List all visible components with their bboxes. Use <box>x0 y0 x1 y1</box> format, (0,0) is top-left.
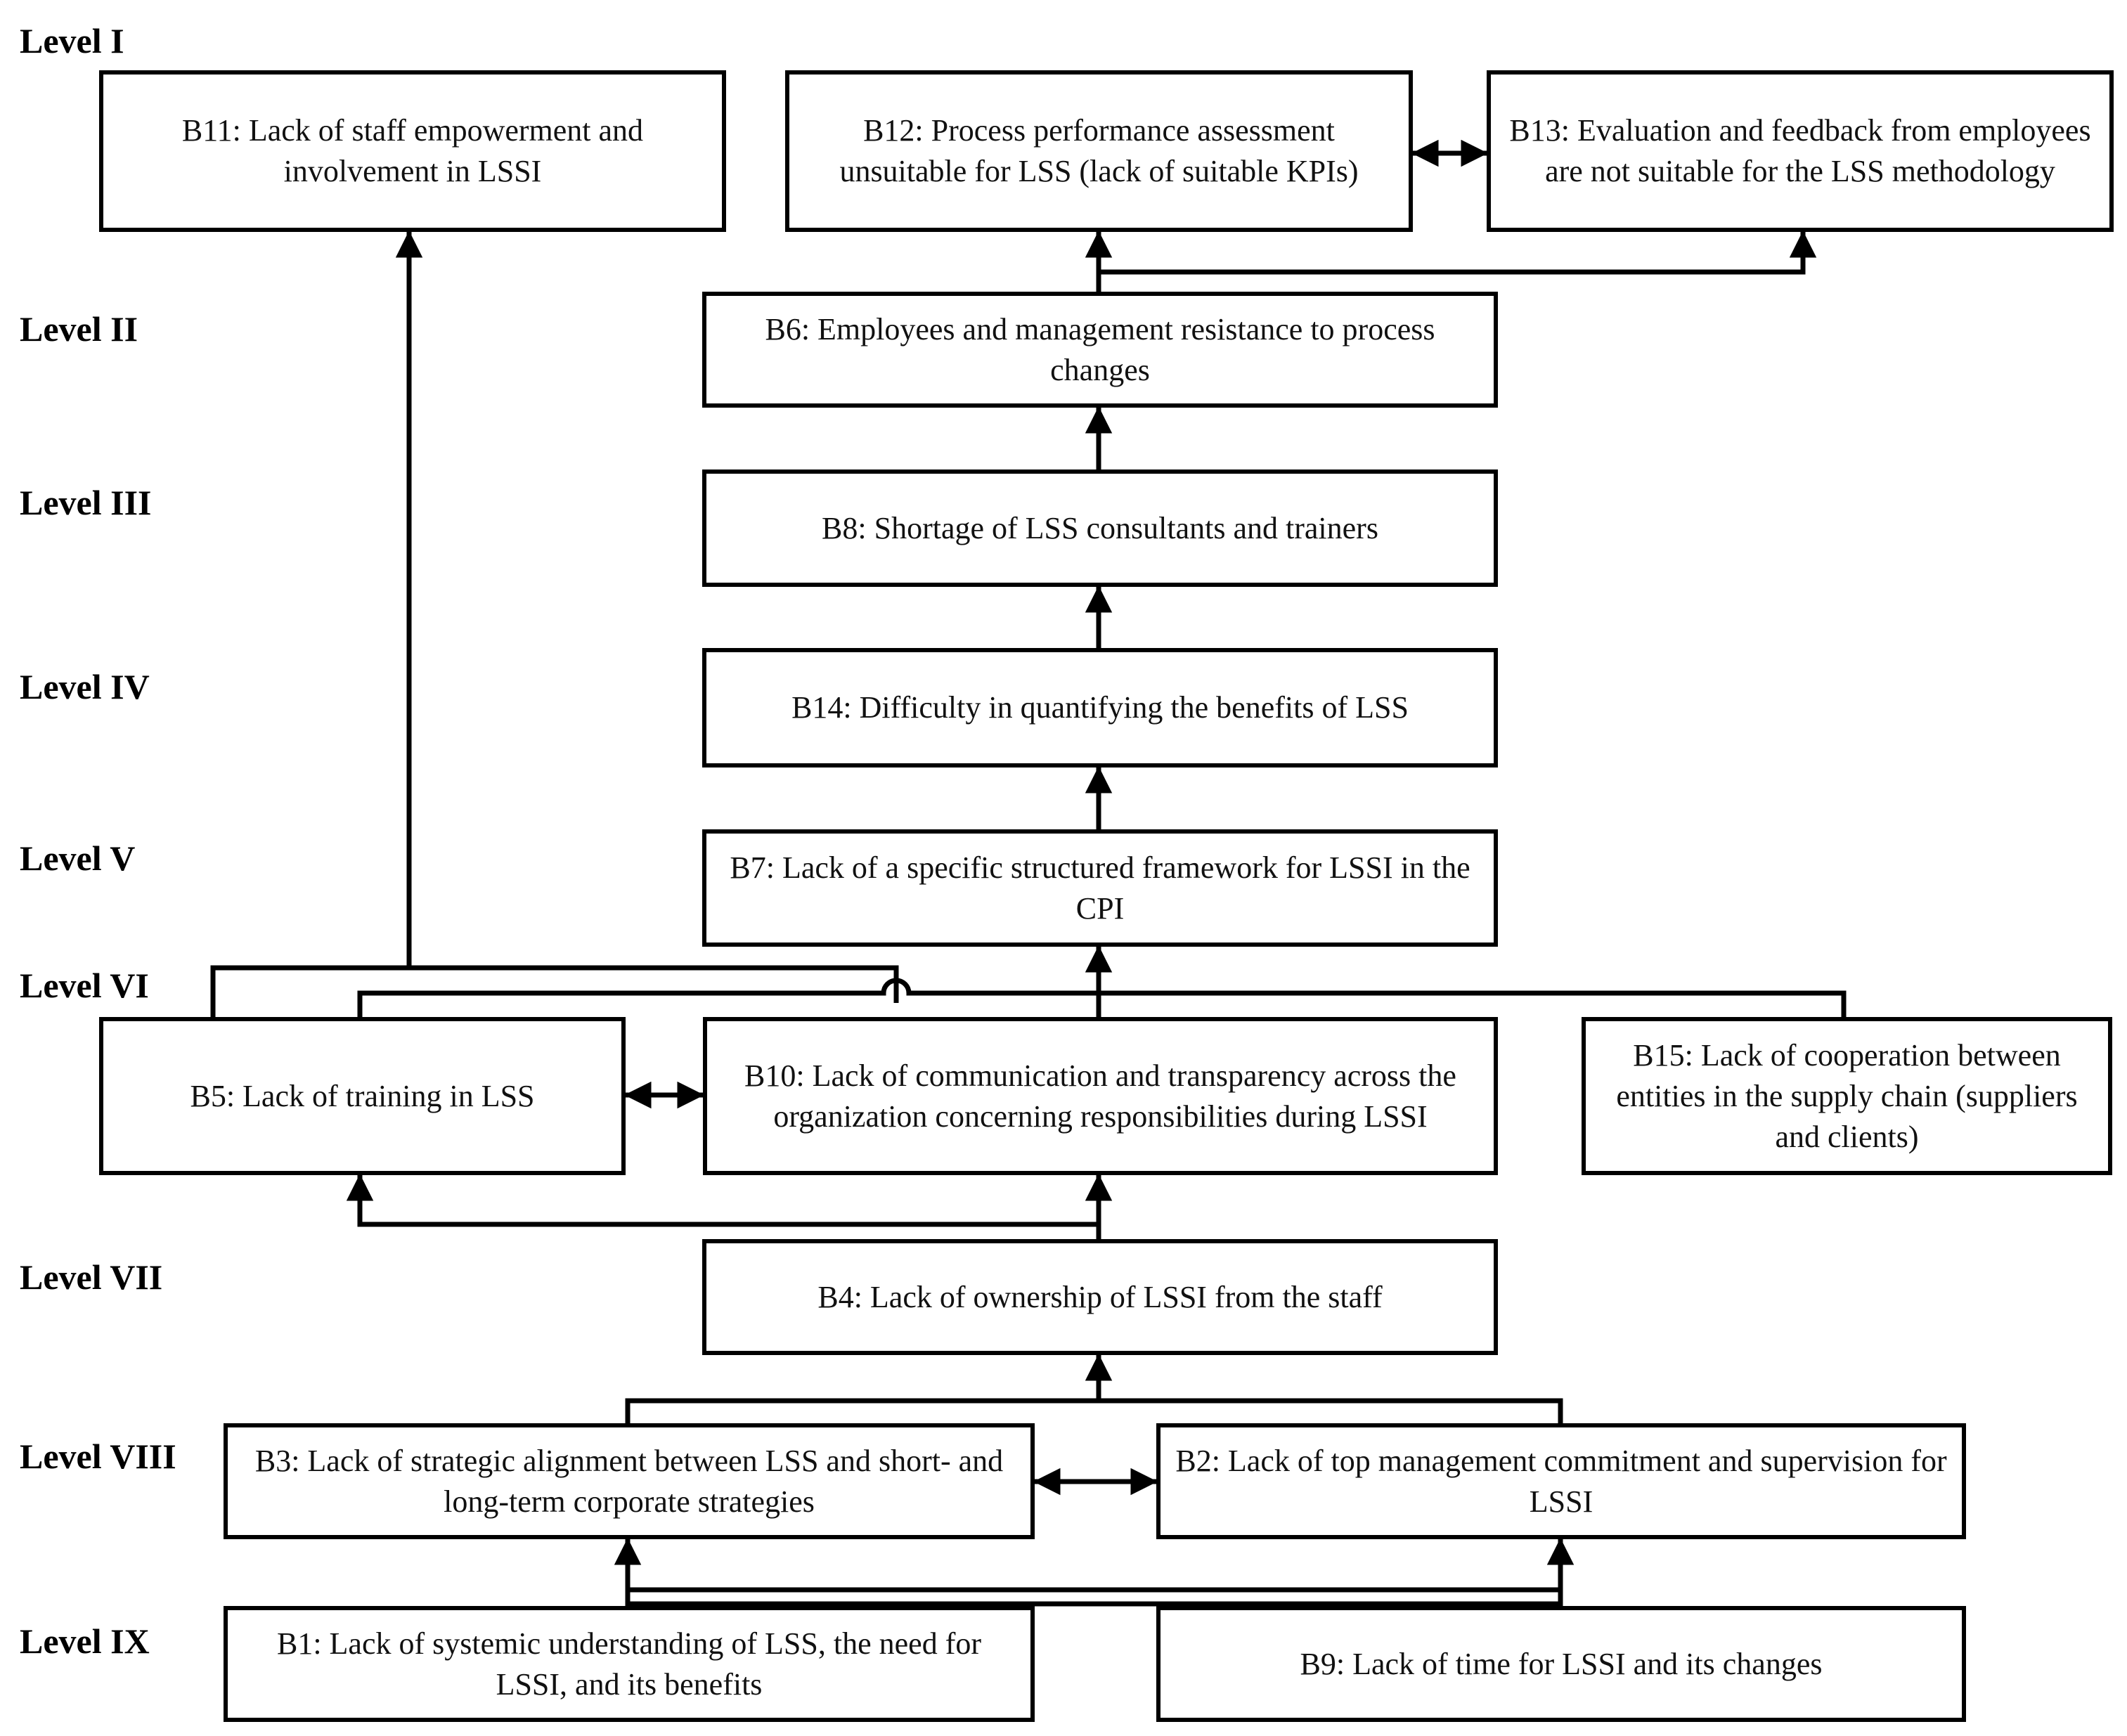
level-label-5: Level V <box>20 838 136 878</box>
node-b4-label: B4: Lack of ownership of LSSI from the s… <box>817 1279 1383 1314</box>
edge-b5-b7-top <box>409 965 899 1003</box>
node-b12-label: B12: Process performance assessment unsu… <box>839 113 1359 188</box>
node-b14: B14: Difficulty in quantifying the benef… <box>702 648 1498 767</box>
node-b1: B1: Lack of systemic understanding of LS… <box>224 1606 1035 1722</box>
level-label-6: Level VI <box>20 966 149 1005</box>
level-label-1: Level I <box>20 21 124 60</box>
node-b13: B13: Evaluation and feedback from employ… <box>1487 70 2114 232</box>
edge-b6-b13 <box>1099 231 1817 275</box>
level-label-9: Level IX <box>20 1621 150 1661</box>
node-b9: B9: Lack of time for LSSI and its change… <box>1156 1606 1966 1722</box>
node-b2: B2: Lack of top management commitment an… <box>1156 1423 1966 1539</box>
edge-b4-b5 <box>346 1174 1099 1227</box>
edge-b15-b7 <box>357 978 1847 1017</box>
node-b6: B6: Employees and management resistance … <box>702 292 1498 408</box>
node-b5: B5: Lack of training in LSS <box>99 1017 626 1175</box>
edge-b5-b11 <box>210 231 423 1017</box>
node-b10-label: B10: Lack of communication and transpare… <box>744 1058 1456 1134</box>
node-b12: B12: Process performance assessment unsu… <box>785 70 1413 232</box>
node-b11-label: B11: Lack of staff empowerment and invol… <box>181 113 644 188</box>
edge-b3-b2-b4 <box>625 1398 1563 1423</box>
node-b13-label: B13: Evaluation and feedback from employ… <box>1509 113 2091 188</box>
node-b11: B11: Lack of staff empowerment and invol… <box>99 70 726 232</box>
level-label-3: Level III <box>20 483 152 522</box>
node-b9-label: B9: Lack of time for LSSI and its change… <box>1300 1646 1823 1681</box>
level-label-4: Level IV <box>20 667 150 706</box>
node-b4: B4: Lack of ownership of LSSI from the s… <box>702 1239 1498 1355</box>
node-b10: B10: Lack of communication and transpare… <box>703 1017 1498 1175</box>
node-b3: B3: Lack of strategic alignment between … <box>224 1423 1035 1539</box>
node-b15-label: B15: Lack of cooperation between entitie… <box>1616 1037 2078 1154</box>
level-label-8: Level VIII <box>20 1437 176 1476</box>
node-b14-label: B14: Difficulty in quantifying the benef… <box>791 690 1409 725</box>
node-b8-label: B8: Shortage of LSS consultants and trai… <box>822 510 1378 545</box>
level-label-7: Level VII <box>20 1257 163 1297</box>
node-b7-label: B7: Lack of a specific structured framew… <box>730 850 1470 926</box>
node-b8: B8: Shortage of LSS consultants and trai… <box>702 469 1498 587</box>
node-b1-label: B1: Lack of systemic understanding of LS… <box>276 1626 981 1702</box>
node-b5-label: B5: Lack of training in LSS <box>190 1078 535 1113</box>
node-b15: B15: Lack of cooperation between entitie… <box>1582 1017 2112 1175</box>
node-b2-label: B2: Lack of top management commitment an… <box>1175 1443 1947 1519</box>
level-label-2: Level II <box>20 309 138 349</box>
node-b3-label: B3: Lack of strategic alignment between … <box>254 1443 1004 1519</box>
node-b7: B7: Lack of a specific structured framew… <box>702 829 1498 947</box>
node-b6-label: B6: Employees and management resistance … <box>765 311 1435 387</box>
